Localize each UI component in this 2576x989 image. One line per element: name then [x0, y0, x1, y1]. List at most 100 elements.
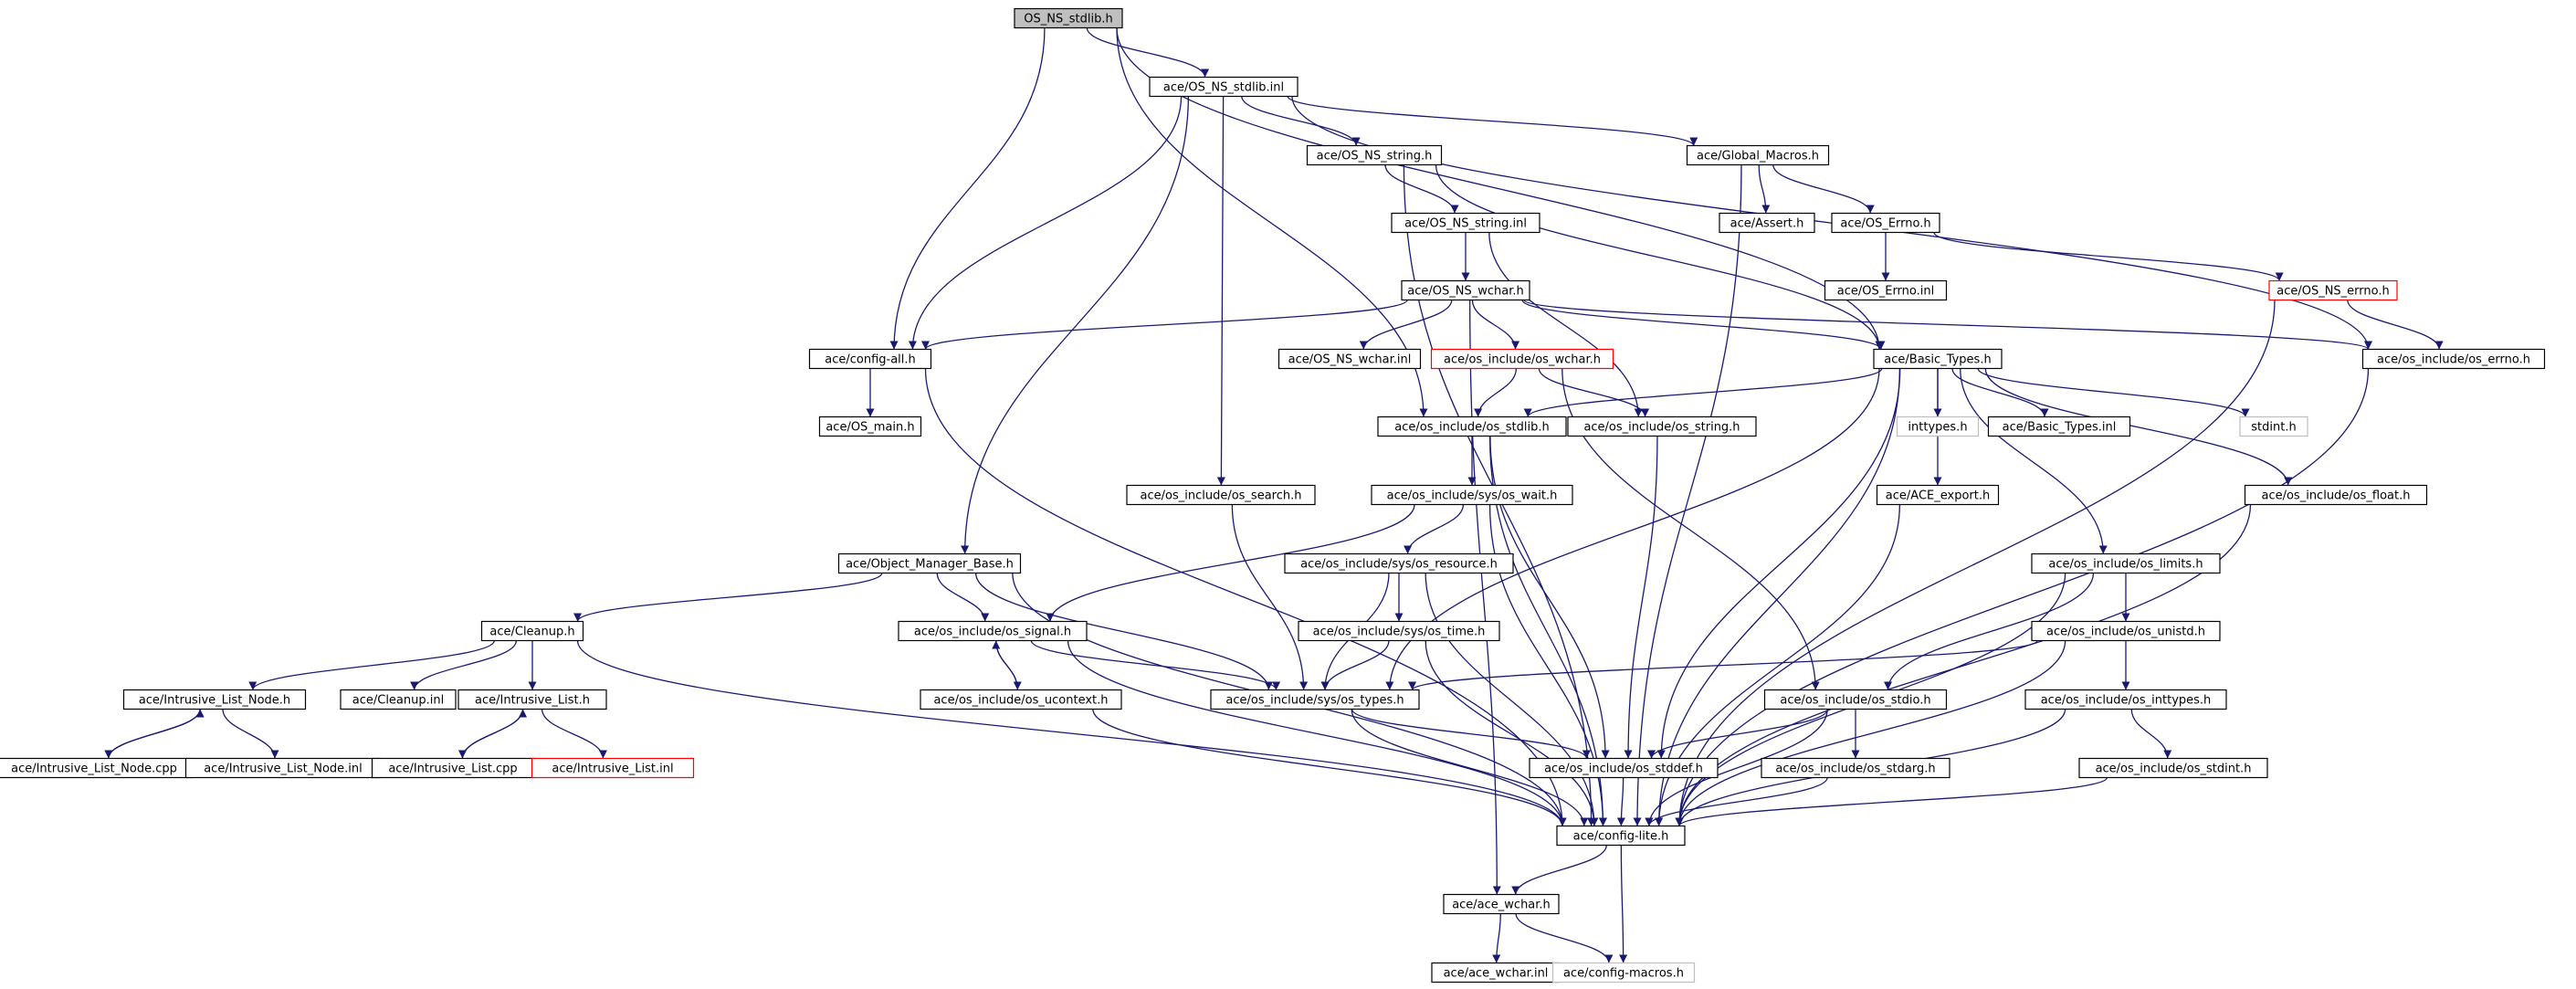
- edge-config-lite-to-config-macros: [1619, 845, 1628, 963]
- node-ns-string-h[interactable]: ace/OS_NS_string.h: [1306, 144, 1443, 166]
- edge-config-all-to-config-lite: [924, 368, 1567, 826]
- node-root[interactable]: OS_NS_stdlib.h: [1014, 7, 1123, 29]
- node-label: ace/os_include/os_stdarg.h: [1775, 763, 1935, 776]
- node-os-errno-inl[interactable]: ace/OS_Errno.inl: [1824, 279, 1948, 301]
- node-osi-resource[interactable]: ace/os_include/sys/os_resource.h: [1284, 552, 1514, 574]
- node-cleanup-inl[interactable]: ace/Cleanup.inl: [340, 689, 457, 710]
- node-basic-types[interactable]: ace/Basic_Types.h: [1873, 348, 2003, 370]
- node-osi-string[interactable]: ace/os_include/os_string.h: [1567, 416, 1757, 437]
- node-global-macros[interactable]: ace/Global_Macros.h: [1686, 144, 1830, 166]
- node-osi-wchar[interactable]: ace/os_include/os_wchar.h: [1430, 348, 1614, 370]
- node-box: [2024, 689, 2227, 710]
- edge-osi-wchar-to-osi-stdlib: [1474, 368, 1518, 417]
- node-box: [1401, 279, 1530, 301]
- node-basic-types-inl[interactable]: ace/Basic_Types.inl: [1987, 416, 2131, 437]
- node-config-lite[interactable]: ace/config-lite.h: [1556, 825, 1686, 847]
- node-box: [2239, 416, 2308, 437]
- node-box: [1371, 484, 1573, 506]
- edge-ns-wchar-h-to-basic-types: [1521, 300, 1886, 350]
- node-label: ace/os_include/sys/os_wait.h: [1387, 489, 1558, 503]
- node-label: ace/OS_NS_errno.h: [2276, 285, 2390, 299]
- edge-ilist-node-h-to-ilist-node-inl: [222, 709, 279, 759]
- node-osi-stdlib[interactable]: ace/os_include/os_stdlib.h: [1377, 416, 1567, 437]
- node-label: ace/OS_NS_wchar.h: [1407, 285, 1523, 299]
- node-box: [1876, 484, 2000, 506]
- node-ns-string-inl[interactable]: ace/OS_NS_string.inl: [1391, 212, 1540, 234]
- node-osi-inttypes[interactable]: ace/os_include/os_inttypes.h: [2024, 689, 2227, 710]
- node-osi-float[interactable]: ace/os_include/os_float.h: [2244, 484, 2428, 506]
- node-ilist-node-h[interactable]: ace/Intrusive_List_Node.h: [122, 689, 307, 710]
- node-label: ace/OS_Errno.inl: [1837, 285, 1934, 299]
- node-label: ace/ACE_export.h: [1886, 489, 1990, 503]
- node-box: [1761, 757, 1950, 779]
- edge-ilist-h-to-ilist-inl: [541, 709, 607, 759]
- node-osi-stdio[interactable]: ace/os_include/os_stdio.h: [1763, 689, 1948, 710]
- edge-osi-types-to-config-lite: [1351, 709, 1589, 826]
- node-label: ace/OS_Errno.h: [1840, 217, 1930, 231]
- node-osi-errno[interactable]: ace/os_include/os_errno.h: [2361, 348, 2546, 370]
- node-osi-unistd[interactable]: ace/os_include/os_unistd.h: [2031, 620, 2221, 642]
- node-osi-stddef[interactable]: ace/os_include/os_stddef.h: [1529, 757, 1719, 779]
- node-os-errno-h[interactable]: ace/OS_Errno.h: [1831, 212, 1940, 234]
- node-ace-export[interactable]: ace/ACE_export.h: [1876, 484, 2000, 506]
- edge-ns-wchar-h-to-osi-errno: [1523, 299, 2372, 351]
- node-box: [1567, 416, 1757, 437]
- node-label: ace/config-macros.h: [1563, 967, 1684, 981]
- node-ns-wchar-inl[interactable]: ace/OS_NS_wchar.inl: [1277, 348, 1422, 370]
- node-box: [2268, 279, 2398, 301]
- node-ilist-node-inl[interactable]: ace/Intrusive_List_Node.inl: [184, 757, 382, 779]
- node-ilist-h[interactable]: ace/Intrusive_List.h: [457, 689, 607, 710]
- edge-basic-types-to-osi-stddef: [1656, 368, 1901, 759]
- edge-ns-wchar-h-to-config-all: [921, 299, 1408, 351]
- node-assert-h[interactable]: ace/Assert.h: [1719, 212, 1815, 234]
- node-box: [1824, 279, 1948, 301]
- node-osi-stdint[interactable]: ace/os_include/os_stdint.h: [2078, 757, 2268, 779]
- edge-osi-string-to-osi-stddef: [1624, 436, 1658, 759]
- edge-osi-ucontext-to-config-lite: [1092, 709, 1567, 826]
- edge-osi-stdlib-to-osi-stddef: [1489, 436, 1610, 759]
- node-ace-wchar-h[interactable]: ace/ace_wchar.h: [1443, 893, 1560, 915]
- edge-cleanup-h-to-ilist-node-h: [248, 640, 495, 690]
- edge-osi-stdint-to-config-lite: [1675, 776, 2108, 827]
- node-stdint-h[interactable]: stdint.h: [2239, 416, 2308, 437]
- edge-stdlib-inl-to-osi-search: [1216, 96, 1225, 486]
- node-config-all[interactable]: ace/config-all.h: [808, 348, 932, 370]
- edge-basic-types-to-osi-float: [1984, 368, 2293, 486]
- node-osi-wait[interactable]: ace/os_include/sys/os_wait.h: [1371, 484, 1573, 506]
- node-ilist-node-cpp[interactable]: ace/Intrusive_List_Node.cpp: [0, 757, 193, 779]
- node-ns-errno-h[interactable]: ace/OS_NS_errno.h: [2268, 279, 2398, 301]
- edge-root-to-basic-types: [1116, 27, 1884, 350]
- node-stdlib-inl[interactable]: ace/OS_NS_stdlib.inl: [1149, 76, 1299, 98]
- edge-stdlib-inl-to-osi-errno: [1291, 96, 2372, 350]
- node-box: [1126, 484, 1316, 506]
- node-box: [1556, 825, 1686, 847]
- node-osi-stdarg[interactable]: ace/os_include/os_stdarg.h: [1761, 757, 1950, 779]
- node-label: ace/Cleanup.h: [489, 626, 574, 639]
- node-os-main[interactable]: ace/OS_main.h: [818, 416, 922, 437]
- edge-osi-stdio-to-config-lite: [1645, 709, 1828, 826]
- node-ilist-inl[interactable]: ace/Intrusive_List.inl: [531, 757, 695, 779]
- edge-ace-wchar-h-to-ace-wchar-inl: [1492, 913, 1501, 963]
- node-config-macros[interactable]: ace/config-macros.h: [1551, 962, 1696, 984]
- node-osi-signal[interactable]: ace/os_include/os_signal.h: [898, 620, 1088, 642]
- node-osi-search[interactable]: ace/os_include/os_search.h: [1126, 484, 1316, 506]
- node-label: ace/Intrusive_List.inl: [552, 763, 673, 776]
- node-label: ace/config-all.h: [825, 353, 916, 367]
- node-cleanup-h[interactable]: ace/Cleanup.h: [480, 620, 584, 642]
- node-ilist-cpp[interactable]: ace/Intrusive_List.cpp: [371, 757, 535, 779]
- node-box: [1391, 212, 1540, 234]
- node-label: ace/ace_wchar.h: [1452, 899, 1551, 912]
- edge-osi-ucontext-to-osi-signal: [992, 640, 1018, 690]
- node-osi-ucontext[interactable]: ace/os_include/os_ucontext.h: [920, 689, 1122, 710]
- node-label: ace/OS_NS_string.inl: [1404, 217, 1527, 231]
- node-osi-types[interactable]: ace/os_include/sys/os_types.h: [1210, 689, 1420, 710]
- node-ns-wchar-h[interactable]: ace/OS_NS_wchar.h: [1401, 279, 1530, 301]
- edge-cleanup-h-to-config-lite: [576, 640, 1567, 826]
- node-osi-time[interactable]: ace/os_include/sys/os_time.h: [1298, 620, 1500, 642]
- node-obj-mgr[interactable]: ace/Object_Manager_Base.h: [837, 552, 1022, 574]
- node-label: ace/os_include/os_unistd.h: [2046, 626, 2205, 639]
- node-ace-wchar-inl[interactable]: ace/ace_wchar.inl: [1431, 962, 1561, 984]
- node-inttypes-h[interactable]: inttypes.h: [1896, 416, 1980, 437]
- edge-ns-errno-h-to-config-lite: [1675, 300, 2276, 826]
- node-osi-limits[interactable]: ace/os_include/os_limits.h: [2031, 552, 2221, 574]
